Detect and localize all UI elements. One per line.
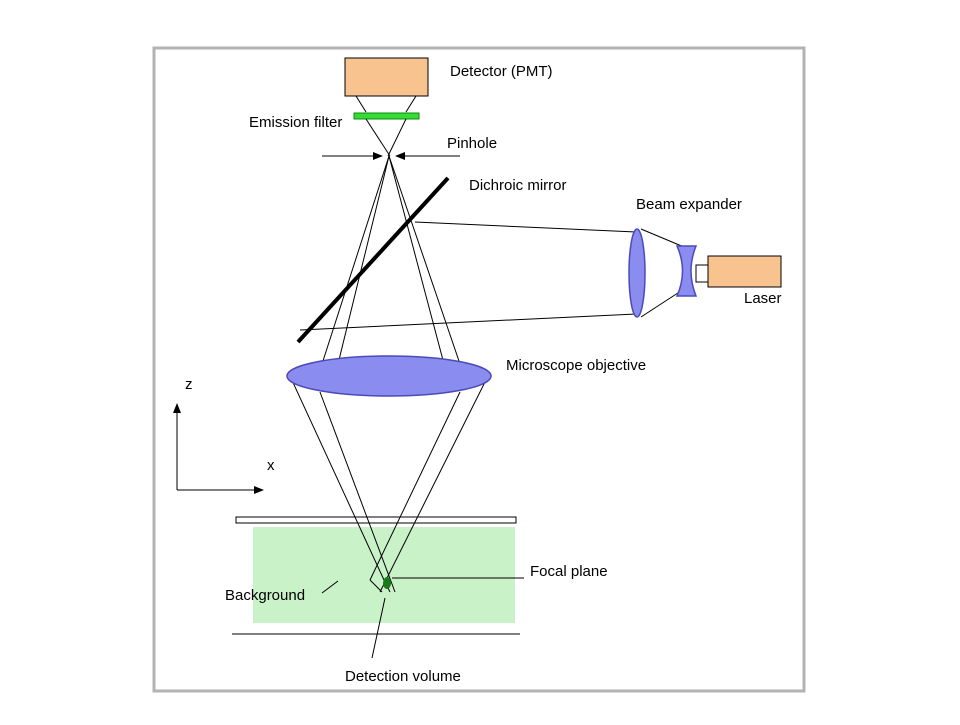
excitation-beam [299,221,685,331]
background-label: Background [225,587,305,604]
laser-box [707,255,782,288]
laser-label: Laser [744,290,782,307]
beam-expander-lens [628,228,646,318]
focal-plane-label: Focal plane [530,563,608,580]
microscope-objective-label: Microscope objective [506,357,646,374]
x-axis-label: x [267,457,275,474]
beam-expander-concave-lens [675,245,698,297]
emission-beam [321,155,461,365]
background-pointer [321,580,339,594]
emission-filter-label: Emission filter [249,114,342,131]
microscope-objective [286,355,492,397]
coordinate-axes [173,403,264,494]
detection-volume-label: Detection volume [345,668,461,685]
detector-box [344,57,429,97]
detection-volume-pointer [371,597,386,659]
beam-expander-label: Beam expander [636,196,742,213]
dichroic-mirror-label: Dichroic mirror [469,177,567,194]
pinhole-label: Pinhole [447,135,497,152]
laser-connector [695,264,709,283]
sample-region [253,527,515,623]
coverslip [235,516,517,524]
focusing-beam [289,375,489,593]
detector-label: Detector (PMT) [450,63,553,80]
z-axis-label: z [185,376,193,393]
emission-filter [353,112,420,120]
detection-volume-spot [383,577,391,589]
dichroic-mirror [296,176,450,344]
